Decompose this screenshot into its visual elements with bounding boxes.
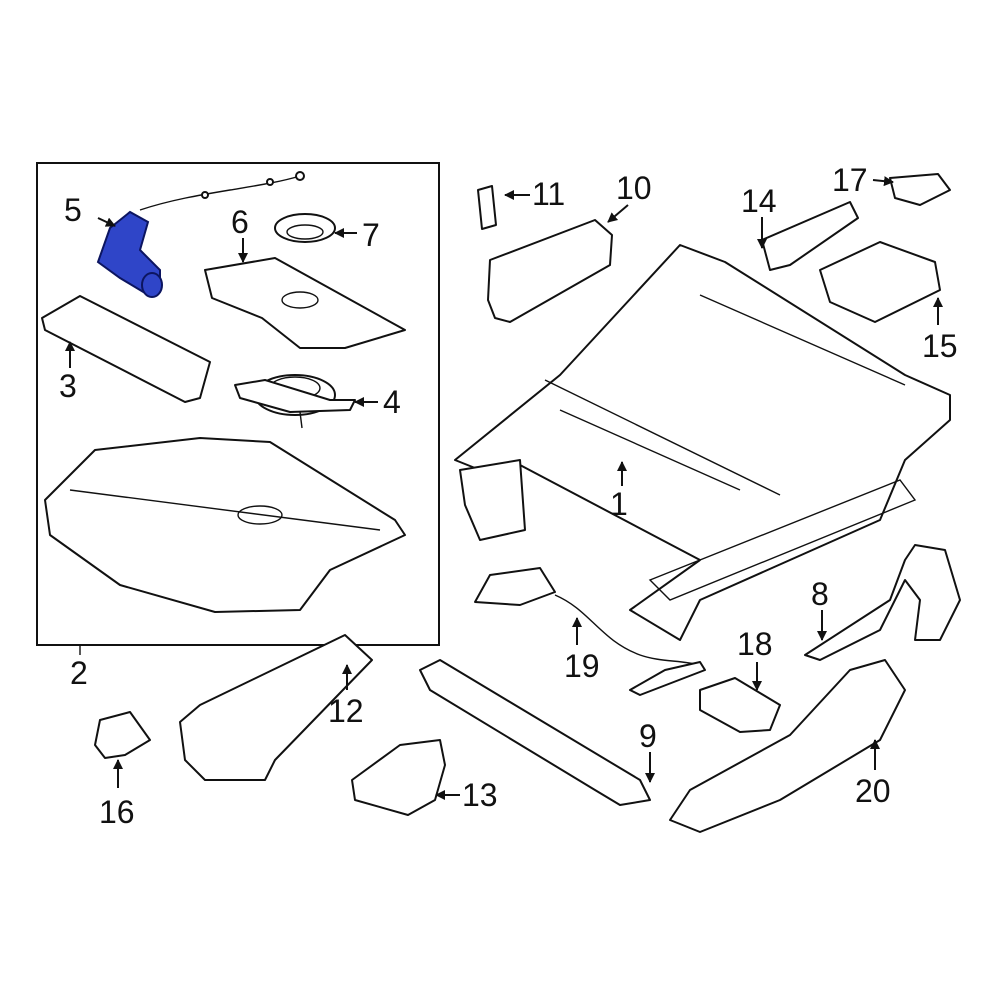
part-6-plate (204, 257, 406, 349)
callout-17: 17 (832, 162, 868, 198)
part-18-module (699, 677, 781, 733)
part-16-clip (94, 711, 151, 759)
part-7-grommet[interactable] (274, 213, 336, 243)
callout-8: 8 (811, 576, 829, 612)
callout-7: 7 (362, 217, 380, 253)
callout-9: 9 (639, 718, 657, 754)
callout-11: 11 (532, 176, 566, 212)
part-13-block (351, 739, 446, 816)
part-5-harness[interactable] (96, 171, 305, 298)
callout-6: 6 (231, 204, 249, 240)
part-3-pad (41, 295, 211, 403)
part-4-reel[interactable] (234, 374, 356, 429)
callout-14: 14 (741, 183, 777, 219)
part-12-cover (179, 634, 373, 781)
callout-18: 18 (737, 626, 773, 662)
callout-15: 15 (922, 328, 958, 364)
part-2-cushion-frame (44, 437, 406, 613)
callout-5: 5 (64, 192, 82, 228)
callout-20: 20 (855, 773, 891, 809)
part-8-shield (804, 544, 961, 661)
part-10-module (487, 219, 613, 323)
callout-12: 12 (328, 693, 364, 729)
cushion-assembly-box (36, 162, 440, 646)
part-20-trim (669, 659, 906, 833)
callout-3: 3 (59, 368, 77, 404)
callout-19: 19 (564, 648, 600, 684)
part-17-connector (889, 173, 951, 206)
part-19-cable[interactable] (474, 567, 706, 696)
callout-10: 10 (616, 170, 652, 206)
part-1-seat-frame[interactable] (454, 244, 951, 641)
callout-13: 13 (462, 777, 498, 813)
part-11-clip (477, 185, 497, 230)
callout-16: 16 (99, 794, 135, 830)
callout-4: 4 (383, 384, 401, 420)
part-15-bracket (819, 241, 941, 323)
part-14-trim (761, 201, 859, 271)
callout-2: 2 (70, 655, 88, 691)
callout-1: 1 (610, 486, 628, 522)
part-9-rail (419, 659, 651, 806)
